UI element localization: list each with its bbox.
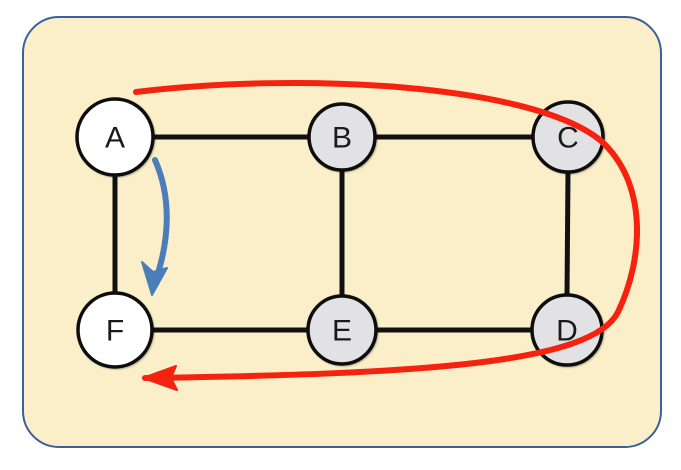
node-b-circle[interactable] [307,102,377,172]
red-backtrack-arrowhead [142,365,178,391]
node-f[interactable]: F [76,291,154,369]
node-a-circle[interactable] [75,97,155,177]
node-e-circle[interactable] [306,294,378,366]
edge-c-d [564,171,571,296]
node-b[interactable]: B [307,102,377,172]
red-backtrack-arrow [133,79,640,381]
blue-step-arrowhead [141,261,168,296]
node-a[interactable]: A [75,97,155,177]
node-e[interactable]: E [306,294,378,366]
node-f-circle[interactable] [76,291,154,369]
annotations-layer [133,79,640,391]
node-c-circle[interactable] [531,100,605,174]
edges-layer [112,134,571,333]
